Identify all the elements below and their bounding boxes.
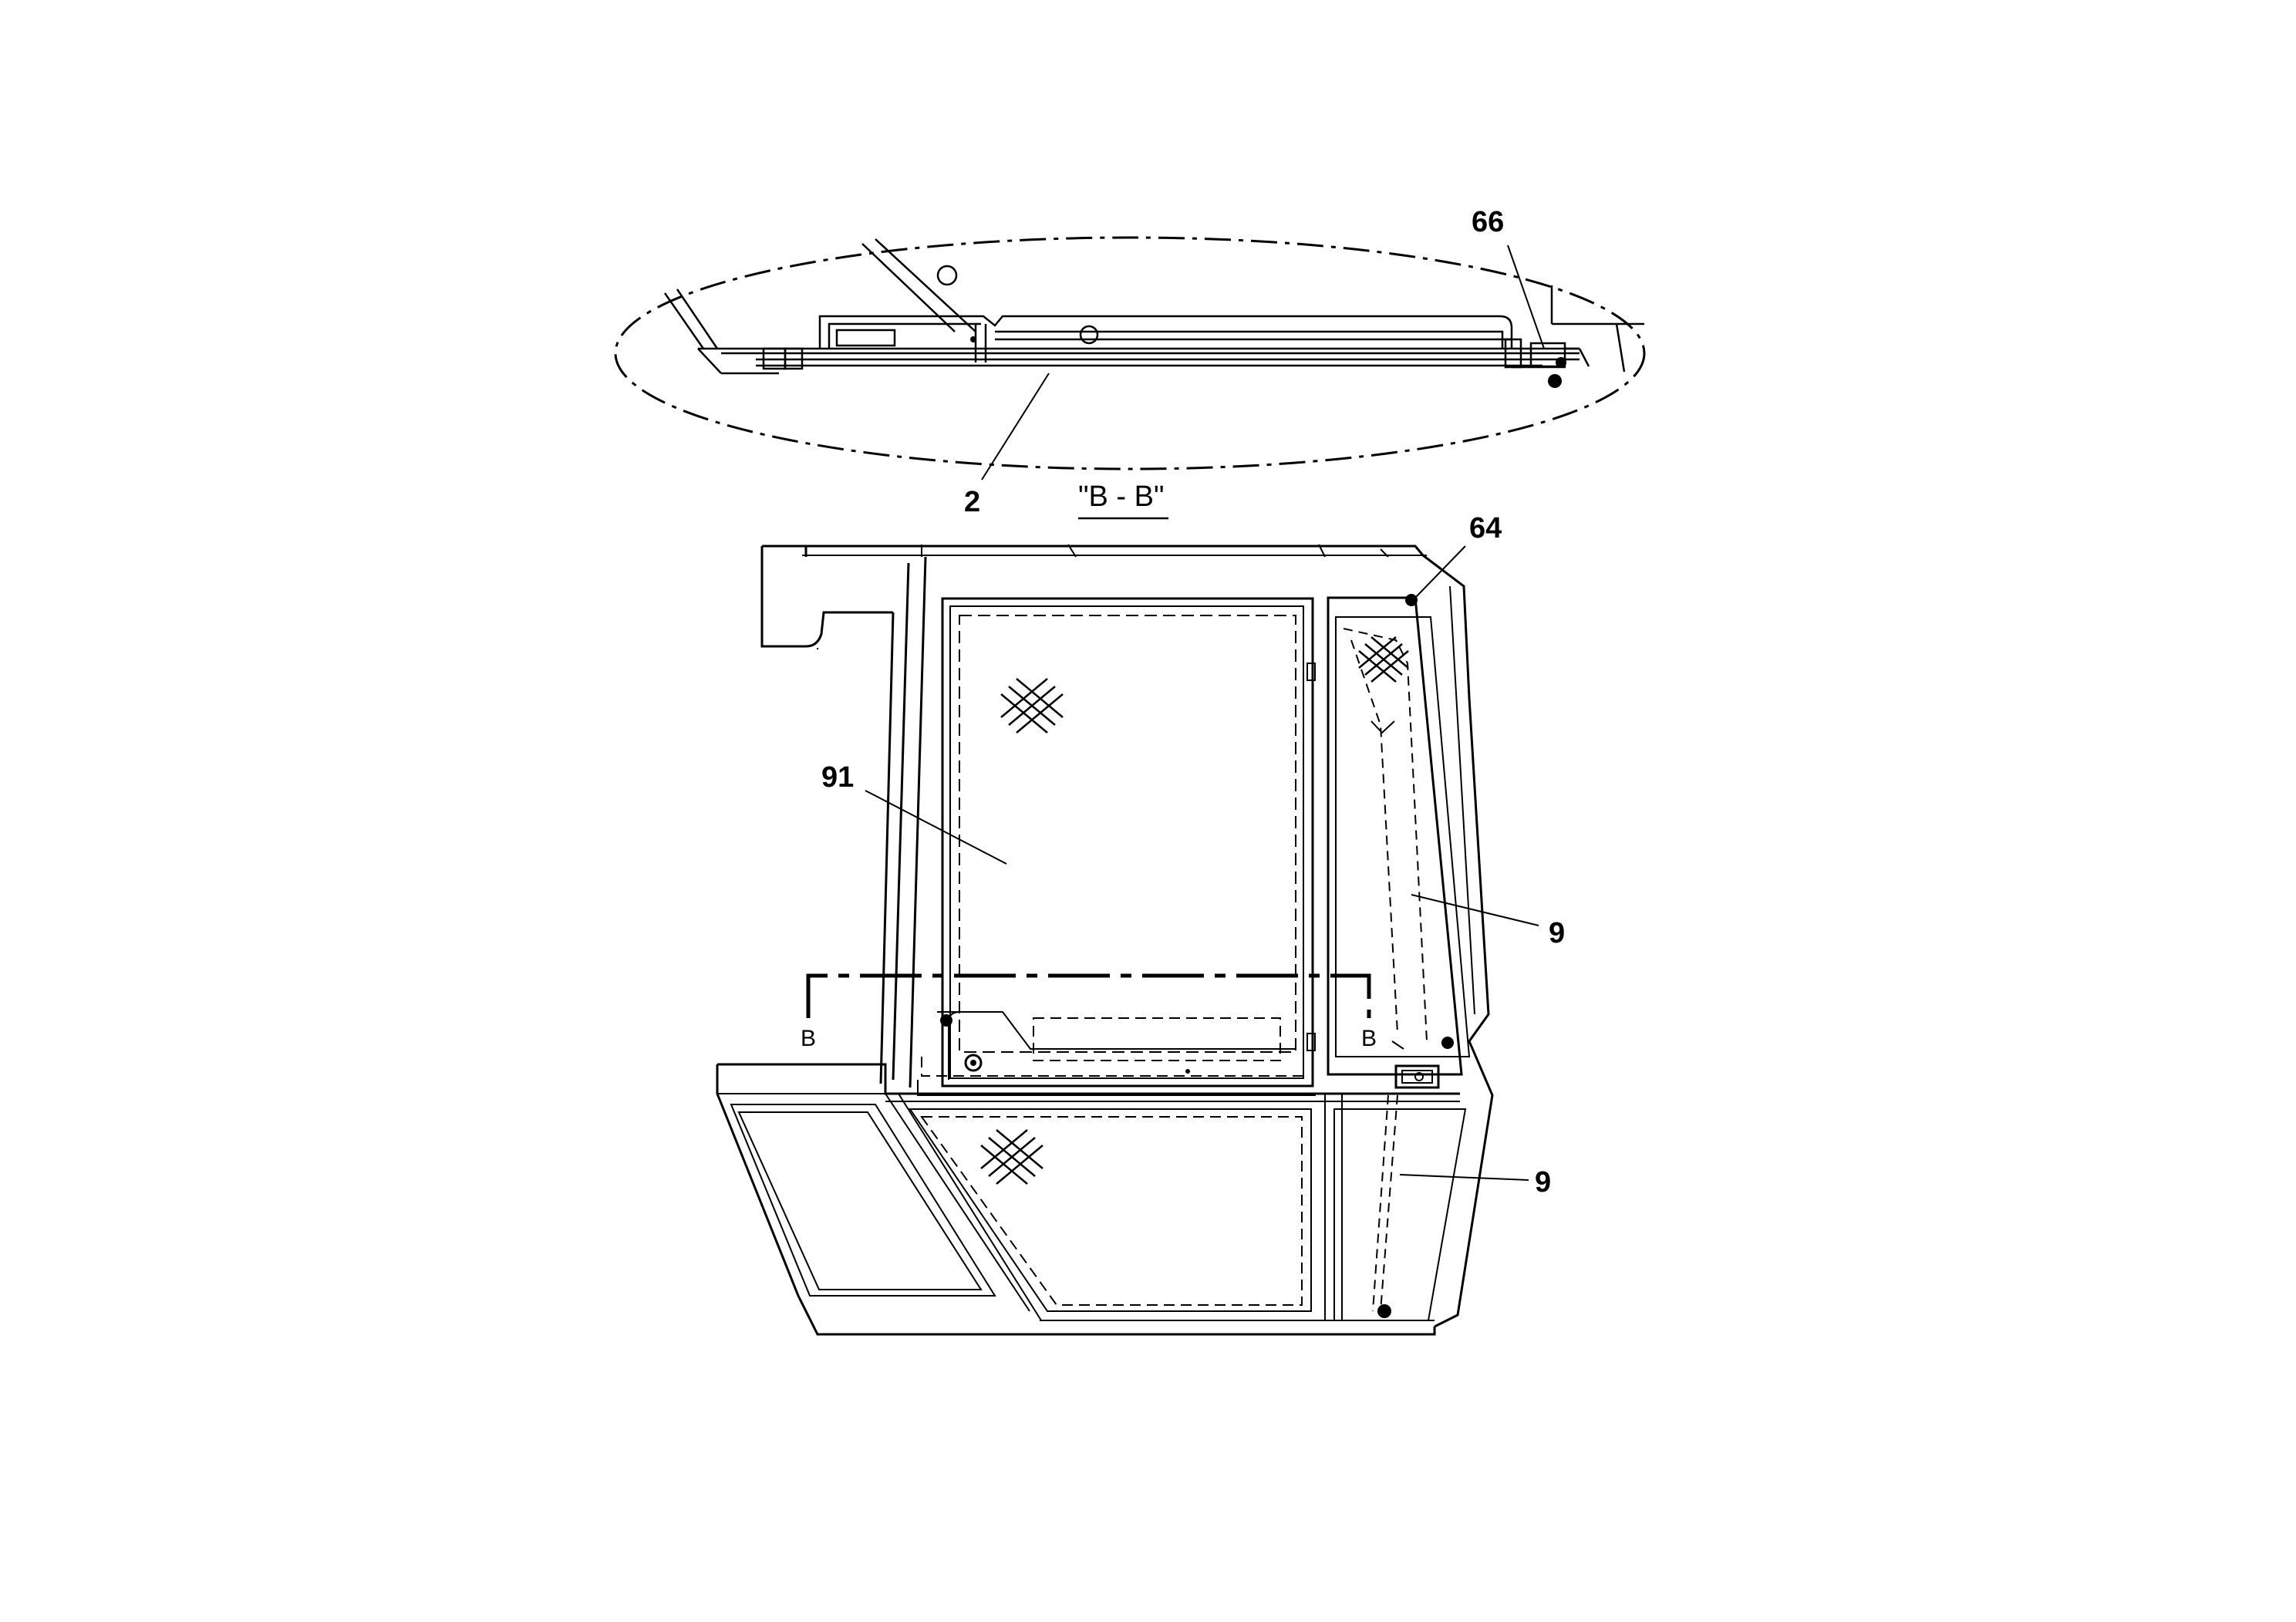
section-title: "B - B"	[1078, 481, 1164, 513]
callout-64: 64	[1469, 512, 1502, 545]
door-bolt-upper	[940, 1014, 952, 1027]
lower-front-glass	[909, 1108, 1312, 1312]
latch-block	[1394, 1064, 1440, 1089]
callout-9-lower: 9	[1535, 1166, 1551, 1199]
leader-66	[1507, 244, 1545, 349]
callout-91: 91	[821, 761, 854, 794]
cab-body	[716, 544, 1494, 1336]
callout-9-upper: 9	[1549, 917, 1565, 949]
leader-64	[1414, 545, 1466, 599]
door-glass-91	[917, 597, 1316, 1096]
side-window-upper-9	[1327, 596, 1471, 1076]
profile-bolt-hole	[1079, 325, 1099, 345]
detail-view-b-b: 66 2 "B - B"	[614, 206, 1646, 520]
lower-left-window	[730, 1104, 996, 1297]
profile-pin	[970, 336, 976, 342]
detail-frame-lines	[663, 238, 1644, 373]
door-pin	[1185, 1069, 1190, 1074]
hatch-side	[1358, 636, 1409, 683]
callout-2: 2	[964, 486, 980, 518]
leader-9-upper	[1411, 894, 1539, 926]
leader-91	[865, 790, 1007, 865]
door-bolt-lower	[964, 1054, 983, 1072]
lower-side-bolt	[1377, 1304, 1391, 1318]
seal-knob	[1548, 374, 1562, 388]
latch-pin	[1414, 1072, 1424, 1081]
section-line-b-b: B B	[801, 973, 1377, 1051]
detail-bolt-hole	[936, 265, 958, 286]
callout-66: 66	[1472, 206, 1504, 238]
leader-2	[981, 373, 1050, 481]
detail-boundary-ellipse	[614, 236, 1646, 470]
leader-9-lower	[1399, 1174, 1529, 1181]
hatch-lower	[980, 1129, 1043, 1185]
section-mark-right: B	[1361, 1026, 1377, 1051]
window-profile	[697, 315, 1580, 375]
section-mark-left: B	[801, 1026, 816, 1051]
seal-item-66	[1504, 338, 1590, 369]
door-bolt-lower-inner	[970, 1060, 976, 1066]
side-window-lower-9	[1333, 1094, 1467, 1321]
seal-knob-inner	[1556, 357, 1566, 368]
side-window-bolt	[1441, 1037, 1454, 1049]
bolt-item-64	[1405, 594, 1418, 606]
glass-hatch-marks	[980, 636, 1409, 1185]
hatch-door	[1000, 678, 1064, 733]
main-leaders	[865, 545, 1539, 1181]
